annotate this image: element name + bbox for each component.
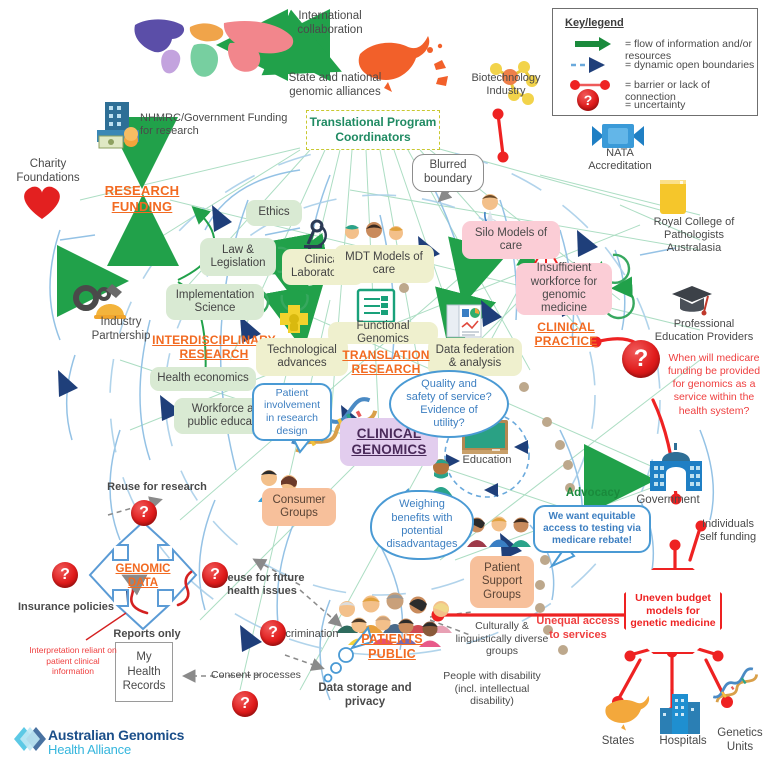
- state-national-alliances-label: State and national genomic alliances: [288, 72, 382, 98]
- translation-research-headline: TRANSLATION RESEARCH: [342, 348, 430, 377]
- patient-involvement-callout[interactable]: Patient involvement in research design: [252, 383, 332, 441]
- interpretation-reliant-note: Interpretation reliant on patient clinic…: [29, 645, 117, 677]
- charity-foundations-label: Charity Foundations: [16, 158, 80, 184]
- graduation-cap-icon: [672, 286, 712, 316]
- translational-program-coordinators-box[interactable]: Translational Program Coordinators: [306, 110, 440, 150]
- culturally-diverse-label: Culturally & linguistically diverse grou…: [455, 620, 549, 658]
- agha-logo: Australian Genomics Health Alliance: [48, 728, 184, 756]
- legend-item-boundaries: = dynamic open boundaries: [625, 59, 755, 71]
- agha-logo-line2: Health Alliance: [48, 741, 131, 757]
- legend-item-barrier: = barrier or lack of connection: [625, 79, 710, 103]
- biotechnology-industry-label: Biotechnology Industry: [471, 72, 541, 98]
- clinical-genomics-label: CLINICAL GENOMICS: [351, 425, 427, 457]
- data-storage-privacy-label: Data storage and privacy: [318, 682, 412, 708]
- states-label: States: [601, 735, 635, 747]
- uncertainty-icon-reuse-future[interactable]: ?: [202, 562, 228, 588]
- hospital-buildings-icon: [660, 694, 700, 734]
- pill-silo-models[interactable]: Silo Models of care: [462, 221, 560, 259]
- pill-law-legislation[interactable]: Law & Legislation: [200, 238, 276, 276]
- pill-mdt-models[interactable]: MDT Models of care: [334, 245, 434, 283]
- pill-insufficient-workforce[interactable]: Insufficient workforce for genomic medic…: [516, 262, 612, 315]
- discrimination-label: Discrimination: [269, 628, 339, 640]
- international-collaboration-label: International collaboration: [297, 10, 363, 36]
- government-label: Government: [636, 494, 700, 506]
- legend-box: Key/legend ? = flow of information and/o…: [552, 8, 758, 116]
- world-map-icon: [134, 19, 294, 77]
- functional-genomics-icon: [356, 288, 396, 324]
- research-funding-headline: RESEARCH FUNDING: [104, 183, 180, 214]
- my-health-records-box[interactable]: My Health Records: [115, 642, 173, 702]
- uncertainty-icon-reuse-research[interactable]: ?: [131, 500, 157, 526]
- reports-only-label: Reports only: [113, 628, 181, 640]
- medicare-question-note: When will medicare funding be provided f…: [667, 352, 761, 417]
- legend-title: Key/legend: [565, 17, 624, 29]
- blurred-boundary-box[interactable]: Blurred boundary: [412, 154, 484, 192]
- pill-data-federation[interactable]: Data federation & analysis: [428, 338, 522, 376]
- clinical-practice-headline: CLINICAL PRACTICE: [534, 320, 598, 349]
- pill-health-economics[interactable]: Health economics: [150, 367, 256, 391]
- legend-item-flow: = flow of information and/or resources: [625, 38, 752, 62]
- uncertainty-icon-consent[interactable]: ?: [232, 691, 258, 717]
- uncertainty-icon-discrimination[interactable]: ?: [260, 620, 286, 646]
- pill-implementation-science[interactable]: Implementation Science: [166, 284, 264, 320]
- heart-icon: [24, 186, 60, 219]
- pill-ethics[interactable]: Ethics: [246, 200, 302, 226]
- pill-patient-support-groups[interactable]: Patient Support Groups: [470, 556, 534, 608]
- nhmrc-funding-label: NHMRC/Government Funding for research: [140, 112, 288, 138]
- equitable-access-callout[interactable]: We want equitable access to testing via …: [533, 505, 651, 553]
- parliament-building-icon: [650, 443, 702, 491]
- patients-public-headline: PATIENTS PUBLIC: [361, 632, 423, 661]
- government-building-funding-icon: [97, 102, 139, 149]
- pill-consumer-groups[interactable]: Consumer Groups: [262, 488, 336, 526]
- patient-support-trio-icon: [467, 516, 531, 547]
- genetics-units-label: Genetics Units: [717, 727, 763, 753]
- industry-partnership-label: Industry Partnership: [91, 316, 151, 342]
- legend-uncertainty-icon: ?: [577, 89, 599, 111]
- uncertainty-icon-medicare[interactable]: ?: [622, 340, 660, 378]
- agha-logo-mark: [14, 727, 46, 751]
- nata-ribbon-icon: [592, 124, 644, 148]
- people-disability-label: People with disability (incl. intellectu…: [443, 670, 541, 708]
- professional-education-label: Professional Education Providers: [654, 318, 754, 344]
- royal-college-label: Royal College of Pathologists Australasi…: [653, 216, 735, 255]
- industry-gears-icon: [73, 284, 126, 319]
- hospitals-label: Hospitals: [659, 735, 707, 747]
- agha-logo-line1: Australian Genomics: [48, 727, 185, 743]
- genomic-data-label: GENOMIC DATA: [115, 563, 171, 589]
- uneven-budget-octagon[interactable]: Uneven budget models for genetic medicin…: [624, 568, 722, 654]
- pill-technological-advances[interactable]: Technological advances: [256, 338, 348, 376]
- data-analysis-icon: [446, 304, 482, 338]
- weighing-benefits-cloud[interactable]: Weighing benefits with potential disadva…: [370, 490, 474, 560]
- australia-states-icon: [605, 695, 650, 731]
- pill-functional-genomics[interactable]: Functional Genomics: [328, 320, 438, 345]
- reuse-for-research-label: Reuse for research: [107, 481, 207, 493]
- advocacy-label: Advocacy: [565, 487, 621, 499]
- technological-advances-icon: [280, 305, 308, 333]
- uncertainty-icon-insurance[interactable]: ?: [52, 562, 78, 588]
- genetics-dna-icon: [712, 667, 759, 703]
- interdisciplinary-research-headline: INTERDISCIPLINARY RESEARCH: [152, 333, 276, 362]
- insurance-policies-label: Insurance policies: [18, 601, 114, 613]
- individuals-self-funding-label: Individuals self funding: [699, 518, 757, 544]
- quality-safety-callout[interactable]: Quality and safety of service? Evidence …: [389, 370, 509, 438]
- legend-item-uncertainty: = uncertainty: [625, 99, 686, 111]
- consent-processes-label: Consent processes: [211, 669, 301, 681]
- unequal-access-note: Unequal access to services: [536, 615, 620, 641]
- education-label: Education: [462, 454, 512, 466]
- nata-accreditation-label: NATA Accreditation: [588, 147, 652, 173]
- certificate-icon: [660, 180, 686, 214]
